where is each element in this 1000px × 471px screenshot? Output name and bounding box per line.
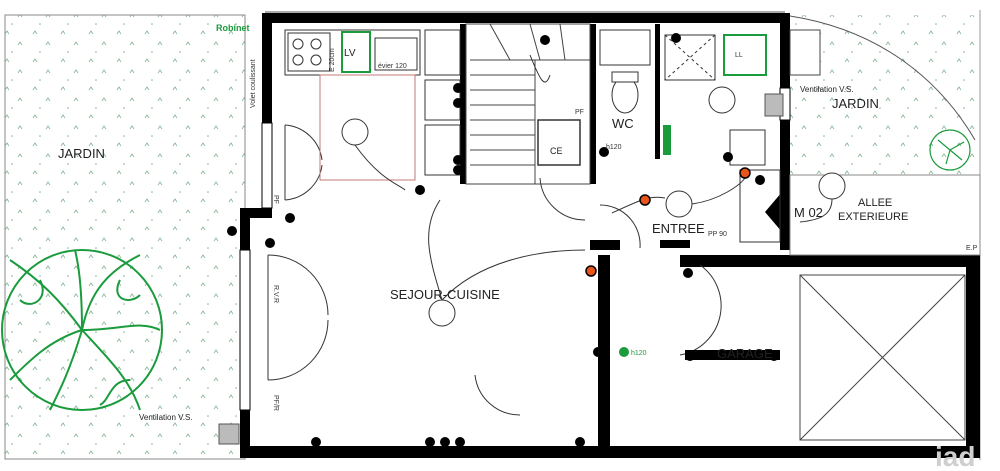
ventilation-box-right <box>764 93 784 117</box>
ll-label: LL <box>735 52 743 59</box>
pp90-label: PP 90 <box>708 231 727 238</box>
room-label-allee-1: ALLEE <box>858 197 892 209</box>
evier-label: évier 120 <box>378 63 407 70</box>
ventilation-box-left <box>218 423 240 445</box>
garden-left-area <box>4 14 246 460</box>
garage-beam <box>685 350 780 360</box>
h120-garage-label: h120 <box>631 350 647 357</box>
pf-left-label: PF <box>272 195 279 204</box>
wiring <box>354 54 833 301</box>
electrical-sockets <box>227 33 779 447</box>
water-heater-ce <box>537 119 581 166</box>
door-code-label: M 02 <box>794 205 823 220</box>
ce-label: CE <box>550 146 563 156</box>
watermark-iad: iad <box>935 441 975 471</box>
washing-machine-ll <box>723 34 767 76</box>
e20cm-label: E 20cm <box>329 48 336 72</box>
special-sockets <box>585 167 751 277</box>
room-label-wc: WC <box>612 116 634 131</box>
ep-label: E.P <box>966 245 978 252</box>
volet-label: Volet coulissant <box>250 59 257 108</box>
pf-bottom-label: PF/R <box>272 395 279 411</box>
garage-door <box>799 274 966 441</box>
outdoor-unit <box>789 29 821 76</box>
bathroom-sink <box>729 129 766 166</box>
toilet <box>599 29 651 114</box>
lv-label: LV <box>344 48 356 59</box>
door-swings <box>267 124 722 416</box>
tree-symbol <box>1 249 163 411</box>
dining-table-outline <box>319 74 416 181</box>
room-label-allee-2: EXTERIEURE <box>838 211 908 223</box>
ventilation-label-left: Ventilation V.S. <box>139 413 193 422</box>
windows <box>239 87 791 411</box>
shower <box>664 34 716 81</box>
ventilation-label-right: Ventilation V.S. <box>800 85 854 94</box>
staircase <box>465 23 591 185</box>
rvr-label: R.V.R <box>272 285 279 303</box>
shrub-symbol <box>929 129 971 171</box>
entry-door-frame <box>739 169 781 243</box>
pf-top-label: PF <box>575 109 584 116</box>
room-label-jardin-left: JARDIN <box>58 146 105 161</box>
room-label-garage: GARAGE <box>717 346 773 361</box>
planting-bed-curve <box>789 15 976 141</box>
room-label-entree: ENTREE <box>652 221 705 236</box>
dishwasher-lv <box>341 31 371 73</box>
house-interior <box>265 20 785 455</box>
h120-wc-label: h120 <box>606 144 622 151</box>
robinet-label: Robinet <box>216 23 250 33</box>
green-markers <box>619 125 671 357</box>
kitchen-counter <box>284 29 461 176</box>
room-label-sejour: SEJOUR-CUISINE <box>390 287 500 302</box>
entry-arrow <box>765 192 782 232</box>
room-label-jardin-right: JARDIN <box>832 96 879 111</box>
